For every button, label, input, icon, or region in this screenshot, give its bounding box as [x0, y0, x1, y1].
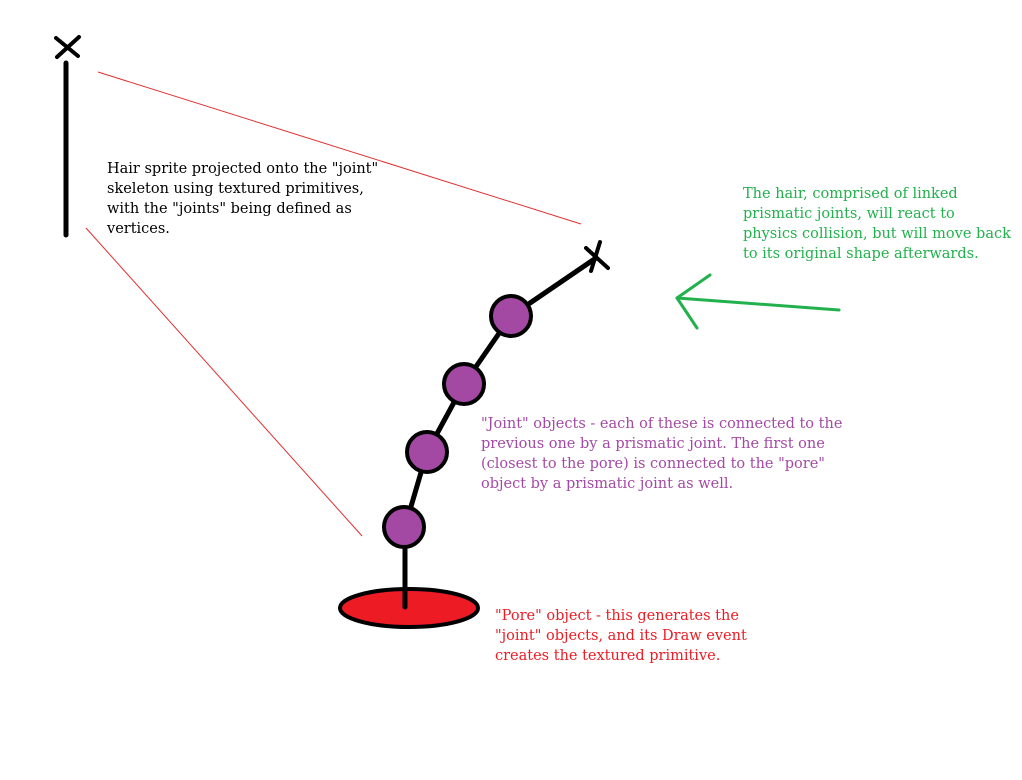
hair-sprite — [54, 35, 81, 238]
joint-object — [442, 362, 486, 406]
hair-sprite-tip-x-b — [55, 35, 81, 59]
collision-arrow-head-top — [675, 273, 712, 300]
joint-object — [405, 430, 449, 474]
joint-objects-annotation: "Joint" objects - each of these is conne… — [481, 416, 843, 492]
collision-arrow-head-bottom — [675, 296, 699, 330]
projection-line-top — [97, 71, 582, 225]
pore-object — [338, 587, 480, 629]
collision-arrow-icon — [675, 273, 841, 330]
hair-physics-annotation: The hair, comprised of linked prismatic … — [743, 186, 1011, 262]
skeleton-tip-x-b — [589, 240, 602, 273]
projection-line-bottom — [85, 227, 363, 537]
joint-object — [489, 294, 533, 338]
joint-objects — [382, 294, 533, 549]
hair-sprite-annotation: Hair sprite projected onto the "joint" s… — [107, 161, 379, 237]
collision-arrow-shaft — [675, 296, 841, 312]
joint-object — [382, 505, 426, 549]
pore-object-annotation: "Pore" object - this generates the "join… — [495, 608, 747, 664]
